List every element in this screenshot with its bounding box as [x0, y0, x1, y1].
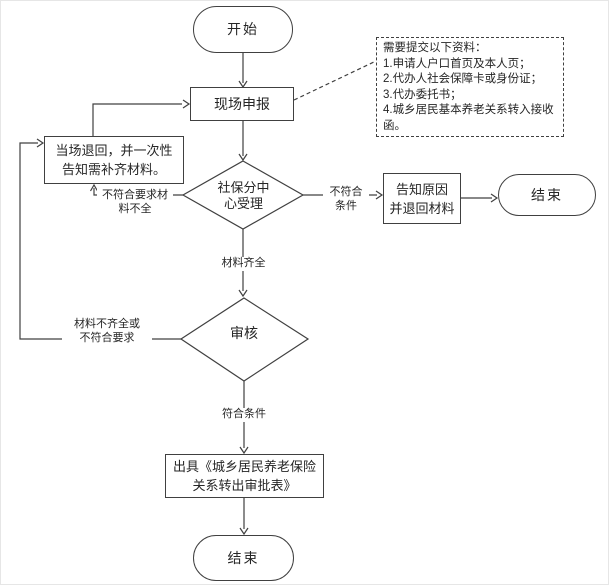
- issue-form-box: 出具《城乡居民养老保险 关系转出审批表》: [165, 454, 324, 498]
- arrow-start-to-onsite: [238, 53, 248, 89]
- note-line: 2.代办人社会保障卡或身份证；: [383, 73, 543, 85]
- note-line: 4.城乡居民基本养老关系转入接收函。: [383, 104, 554, 132]
- note-callout-dashed-line: [293, 60, 377, 101]
- label-qualified: 符合条件: [220, 408, 268, 422]
- note-line: 1.申请人户口首页及本人页；: [383, 57, 531, 70]
- end-terminal-right: 结束: [498, 174, 596, 216]
- accept-diamond-shape: [181, 160, 305, 230]
- note-box: 需要提交以下资料： 1.申请人户口首页及本人页； 2.代办人社会保障卡或身份证；…: [376, 37, 564, 137]
- note-line: 需要提交以下资料：: [383, 42, 487, 54]
- label-incomplete-materials: 不符合要求材 料不全: [97, 189, 173, 216]
- label-not-qualified: 不符合 条件: [323, 186, 369, 213]
- arrow-onsite-to-accept: [238, 121, 248, 162]
- label-materials-complete: 材料齐全: [219, 257, 268, 271]
- note-line: 3.代办委托书；: [383, 88, 462, 101]
- notify-return-box: 告知原因 并退回材料: [383, 173, 461, 224]
- start-terminal: 开始: [193, 6, 293, 53]
- onsite-declare-box: 现场申报: [190, 87, 294, 121]
- accept-diamond-label: 社保分中 心受理: [217, 180, 270, 211]
- review-diamond-label: 审核: [230, 325, 258, 341]
- end-terminal-bottom: 结束: [193, 535, 294, 581]
- label-materials-incomplete: 材料不齐全或 不符合要求: [62, 318, 152, 345]
- arrow-return-to-onsite: [92, 99, 191, 136]
- return-notice-box: 当场退回，并一次性 告知需补齐材料。: [44, 136, 184, 184]
- arrow-notify-to-end: [461, 193, 499, 203]
- arrow-issue-to-end: [239, 498, 249, 536]
- review-diamond-shape: [179, 297, 310, 382]
